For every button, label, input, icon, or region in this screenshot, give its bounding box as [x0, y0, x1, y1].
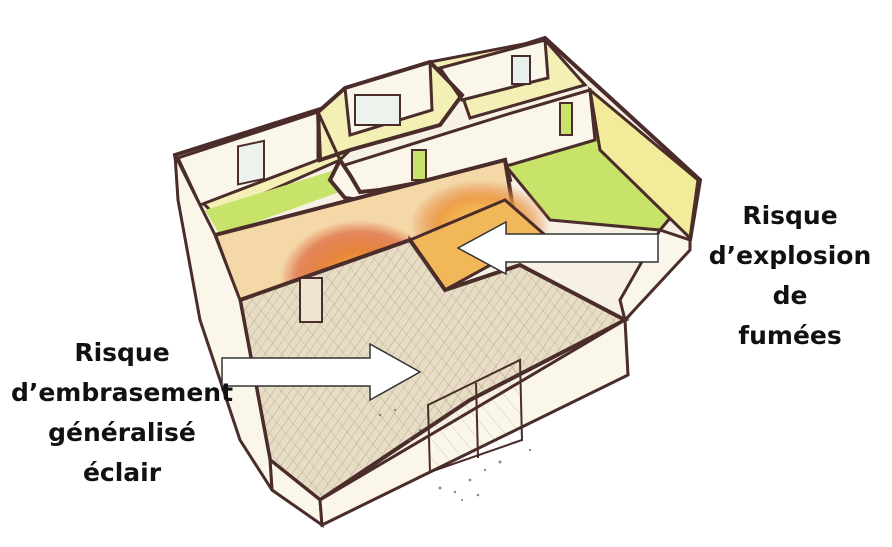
- label-flashover-line-2: d’embrasement: [2, 373, 242, 413]
- door-corridor: [412, 150, 426, 180]
- label-flashover-line-1: Risque: [2, 333, 242, 373]
- label-explosion-line-1: Risque: [700, 196, 880, 236]
- label-flashover-line-3: généralisé: [2, 413, 242, 453]
- label-explosion-line-3: de: [700, 276, 880, 316]
- label-flashover-line-4: éclair: [2, 453, 242, 493]
- window-back-left: [238, 141, 264, 185]
- label-flashover-risk: Risque d’embrasement généralisé éclair: [2, 333, 242, 493]
- window-back-bay: [355, 95, 400, 125]
- label-explosion-risk: Risque d’explosion de fumées: [700, 196, 880, 356]
- label-explosion-line-4: fumées: [700, 316, 880, 356]
- label-explosion-line-2: d’explosion: [700, 236, 880, 276]
- window-back-right: [512, 56, 530, 84]
- door-smoke-room: [300, 278, 322, 322]
- door-right-room: [560, 103, 572, 135]
